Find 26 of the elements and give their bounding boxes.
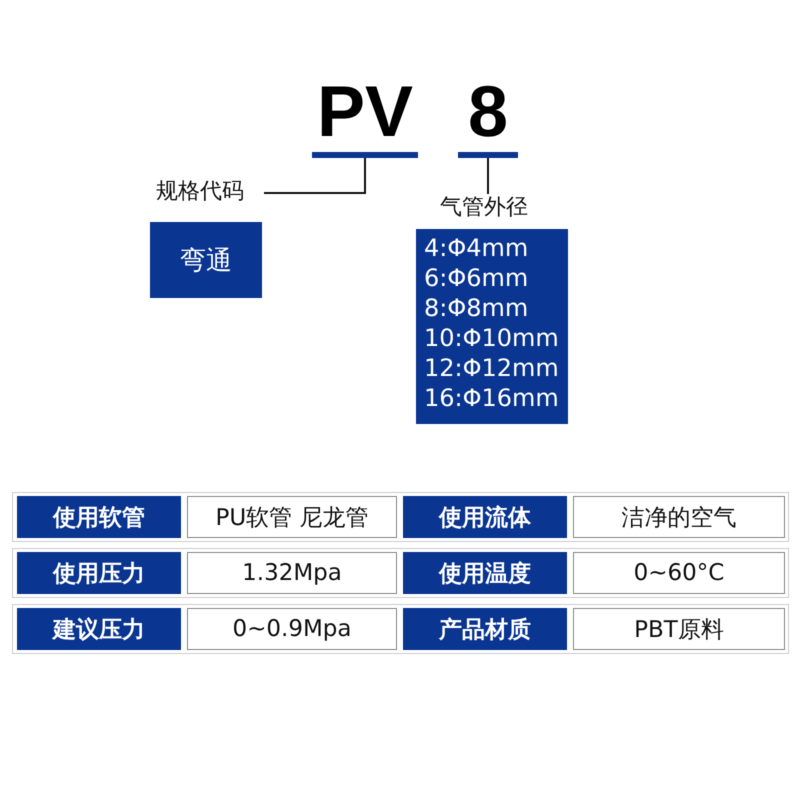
table-value-cell: 0~0.9Mpa [187, 608, 397, 650]
table-value-cell: 1.32Mpa [187, 552, 397, 594]
option-text: 10:Φ10mm [424, 323, 559, 353]
table-header-cell: 使用软管 [17, 496, 181, 538]
table-value-cell: PBT原料 [573, 608, 785, 650]
field-caption: 规格代码 [156, 178, 262, 208]
table-header-cell: 建议压力 [17, 608, 181, 650]
option-text: 8:Φ8mm [424, 293, 528, 323]
table-header-cell: 使用流体 [403, 496, 567, 538]
table-header-cell: 使用压力 [17, 552, 181, 594]
option-text: 12:Φ12mm [424, 353, 559, 383]
table-header-cell: 产品材质 [403, 608, 567, 650]
table-value-cell: 洁净的空气 [573, 496, 785, 538]
code-segment: 8 [458, 72, 518, 158]
leader-line [264, 158, 366, 194]
field-caption: 气管外径 [440, 194, 546, 224]
code-segment: PV [312, 72, 418, 158]
option-list-box [416, 229, 568, 424]
table-header-cell: 使用温度 [403, 552, 567, 594]
option-box: 弯通 [150, 222, 262, 298]
leader-line [487, 158, 489, 194]
option-text: 16:Φ16mm [424, 383, 559, 413]
option-text: 4:Φ4mm [424, 233, 528, 263]
table-value-cell: 0~60°C [573, 552, 785, 594]
option-text: 6:Φ6mm [424, 263, 528, 293]
table-value-cell: PU软管 尼龙管 [187, 496, 397, 538]
